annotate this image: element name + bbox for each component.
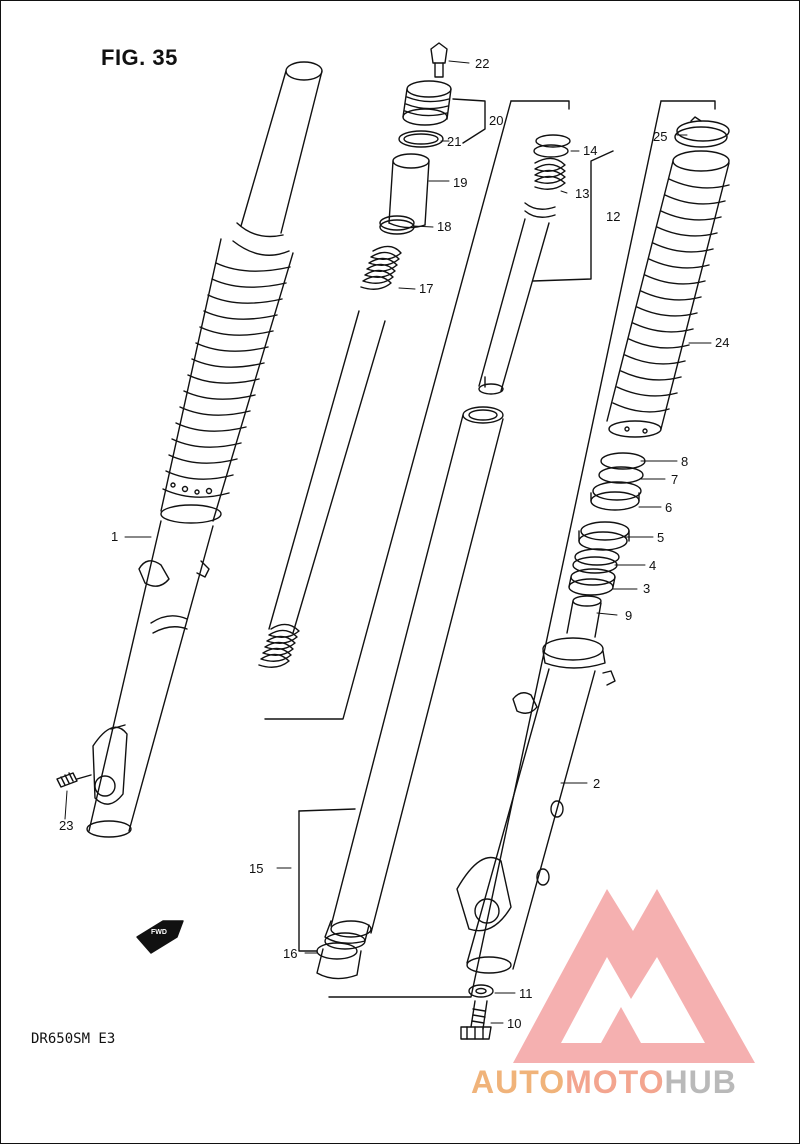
figure-title: FIG. 35 — [101, 45, 178, 70]
watermark-logo-icon — [513, 889, 755, 1063]
callout-19: 19 — [453, 175, 468, 190]
front-direction-marker — [136, 920, 184, 954]
left-fork-bellows — [160, 238, 294, 524]
callout-7: 7 — [671, 472, 679, 487]
callout-11: 11 — [519, 986, 533, 1001]
boot-clamp-25 — [674, 116, 730, 148]
logo-part-hub: HUB — [664, 1064, 737, 1100]
callout-8: 8 — [681, 454, 689, 469]
spacer-19 — [388, 153, 430, 229]
logo-part-moto: MOTO — [565, 1064, 665, 1100]
front-marker-label: FWD — [151, 929, 167, 936]
logo-part-auto: AUTO — [471, 1064, 566, 1100]
cap-bolt-22 — [430, 42, 448, 78]
rebound-spring-13-14 — [524, 134, 571, 218]
callout-2: 2 — [593, 776, 601, 791]
callout-3: 3 — [643, 581, 651, 596]
pinch-bolt-23 — [56, 772, 92, 788]
leader-lines — [64, 60, 712, 1024]
callout-15: 15 — [249, 861, 264, 876]
washer-11 — [468, 984, 494, 998]
model-code: DR650SM E3 — [31, 1031, 116, 1047]
callout-13: 13 — [575, 186, 590, 201]
callout-20: 20 — [489, 113, 504, 128]
callout-6: 6 — [665, 500, 673, 515]
o-ring-21 — [398, 130, 444, 148]
callout-9: 9 — [625, 608, 633, 623]
callout-17: 17 — [419, 281, 434, 296]
damper-bolt-10 — [460, 1000, 492, 1040]
damper-rod-12 — [478, 218, 550, 395]
callout-16: 16 — [283, 946, 298, 961]
fork-seal-parts-3-9 — [566, 452, 646, 638]
callout-25: 25 — [653, 129, 668, 144]
left-fork-outer-tube — [86, 520, 214, 838]
bushing-16 — [316, 920, 370, 980]
callout-5: 5 — [657, 530, 665, 545]
fork-boot-24 — [606, 150, 730, 438]
callout-1: 1 — [111, 529, 119, 544]
callout-10: 10 — [507, 1016, 522, 1031]
cap-20 — [402, 80, 452, 126]
left-fork-tube — [232, 61, 323, 256]
right-fork-outer-tube-2 — [456, 637, 616, 974]
callout-24: 24 — [715, 335, 730, 350]
callout-21: 21 — [447, 134, 462, 149]
callout-4: 4 — [649, 558, 657, 573]
callout-23: 23 — [59, 818, 74, 833]
inner-tube-15 — [330, 406, 504, 938]
callout-14: 14 — [583, 143, 598, 158]
spring-seat-18 — [379, 215, 415, 235]
watermark-logo-text: AUTOMOTOHUB — [471, 1064, 737, 1101]
callout-12: 12 — [606, 209, 621, 224]
callout-22: 22 — [475, 56, 490, 71]
callout-18: 18 — [437, 219, 452, 234]
fork-spring-17 — [258, 245, 402, 668]
